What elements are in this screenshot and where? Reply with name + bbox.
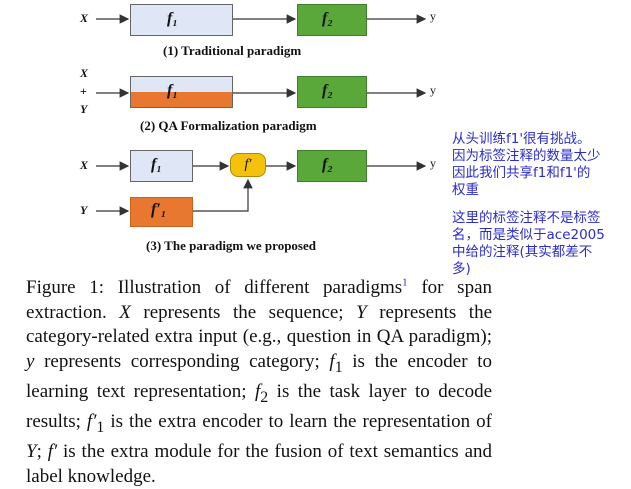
- caption-proposed: (3) The paradigm we proposed: [146, 238, 316, 253]
- label-plus: +: [80, 84, 87, 98]
- math-f1-sub: 1: [334, 358, 343, 376]
- box-f1prime-label: f′₁: [151, 201, 167, 218]
- math-y-upper: Y: [356, 301, 367, 323]
- label-y-out: y: [430, 9, 436, 23]
- math-y-upper: Y: [26, 441, 37, 463]
- caption-traditional: (1) Traditional paradigm: [163, 43, 302, 58]
- math-f2-sub: 2: [260, 388, 269, 406]
- math-f1prime-sub: 1: [96, 418, 105, 436]
- math-f1: f: [329, 350, 335, 372]
- footnote-marker[interactable]: 1: [402, 276, 408, 289]
- caption-text: is the extra module for the fusion of te…: [26, 441, 492, 487]
- math-y-lower: y: [26, 350, 35, 372]
- annotation-note-2: 这里的标签注释不是标签 名，而是类似于ace2005 中给的注释(其实都差不 多…: [452, 210, 605, 277]
- label-x: X: [80, 11, 89, 25]
- box-f1-prop-label: f₁: [151, 156, 162, 173]
- caption-qa: (2) QA Formalization paradigm: [140, 118, 317, 133]
- box-f2-qa: f₂: [297, 76, 367, 108]
- label-x-qa: X: [80, 66, 89, 80]
- box-f1: f₁: [130, 4, 233, 36]
- math-f2: f: [255, 380, 261, 402]
- caption-text: represents corresponding category;: [34, 350, 330, 372]
- label-y-prop: Y: [80, 203, 88, 217]
- box-f2-qa-label: f₂: [322, 82, 333, 99]
- box-fprime: f′: [230, 153, 266, 177]
- caption-text: represents the sequence;: [130, 301, 357, 323]
- caption-prefix: Figure 1: Illustration of different para…: [26, 277, 403, 298]
- label-y-out-prop: y: [430, 156, 436, 170]
- arrow-f1prime-to-fprime: [193, 178, 253, 212]
- box-f2-prop: f₂: [297, 150, 367, 182]
- caption-text: ;: [36, 441, 48, 463]
- caption-text: is the extra encoder to learn the repres…: [104, 411, 492, 433]
- box-f2-prop-label: f₂: [322, 156, 333, 173]
- math-x: X: [119, 301, 131, 323]
- label-y-qa: Y: [80, 102, 88, 116]
- box-f2-label: f₂: [322, 10, 333, 27]
- box-f1-qa: f₁: [130, 76, 233, 108]
- caption-text: for span extraction.: [26, 277, 493, 323]
- box-f1prime: f′₁: [130, 197, 193, 227]
- box-f2: f₂: [297, 4, 367, 36]
- math-fprime: f′: [47, 441, 58, 463]
- figure-caption: Figure 1: Illustration of different para…: [26, 276, 492, 489]
- arrow-layer: [96, 14, 427, 216]
- caption-text: represents the category-related extra in…: [26, 301, 492, 348]
- paradigm-diagram: X f₁ f₂ y (1) Traditional paradigm X + Y…: [80, 4, 436, 253]
- caption-text: is the encoder to learning text represen…: [26, 350, 492, 402]
- box-f1-qa-label: f₁: [167, 82, 178, 99]
- label-y-out-qa: y: [430, 83, 436, 97]
- math-f1prime: f′: [86, 411, 97, 433]
- box-f1-label: f₁: [167, 10, 178, 27]
- annotation-note-1: 从头训练f1'很有挑战。 因为标签注释的数量太少 因此我们共享f1和f1'的 权…: [452, 131, 601, 198]
- box-f1-qa-orange-fill: [131, 92, 232, 107]
- label-x-prop: X: [80, 158, 89, 172]
- caption-text: is the task layer to decode results;: [26, 380, 492, 433]
- box-f1-prop: f₁: [130, 150, 193, 182]
